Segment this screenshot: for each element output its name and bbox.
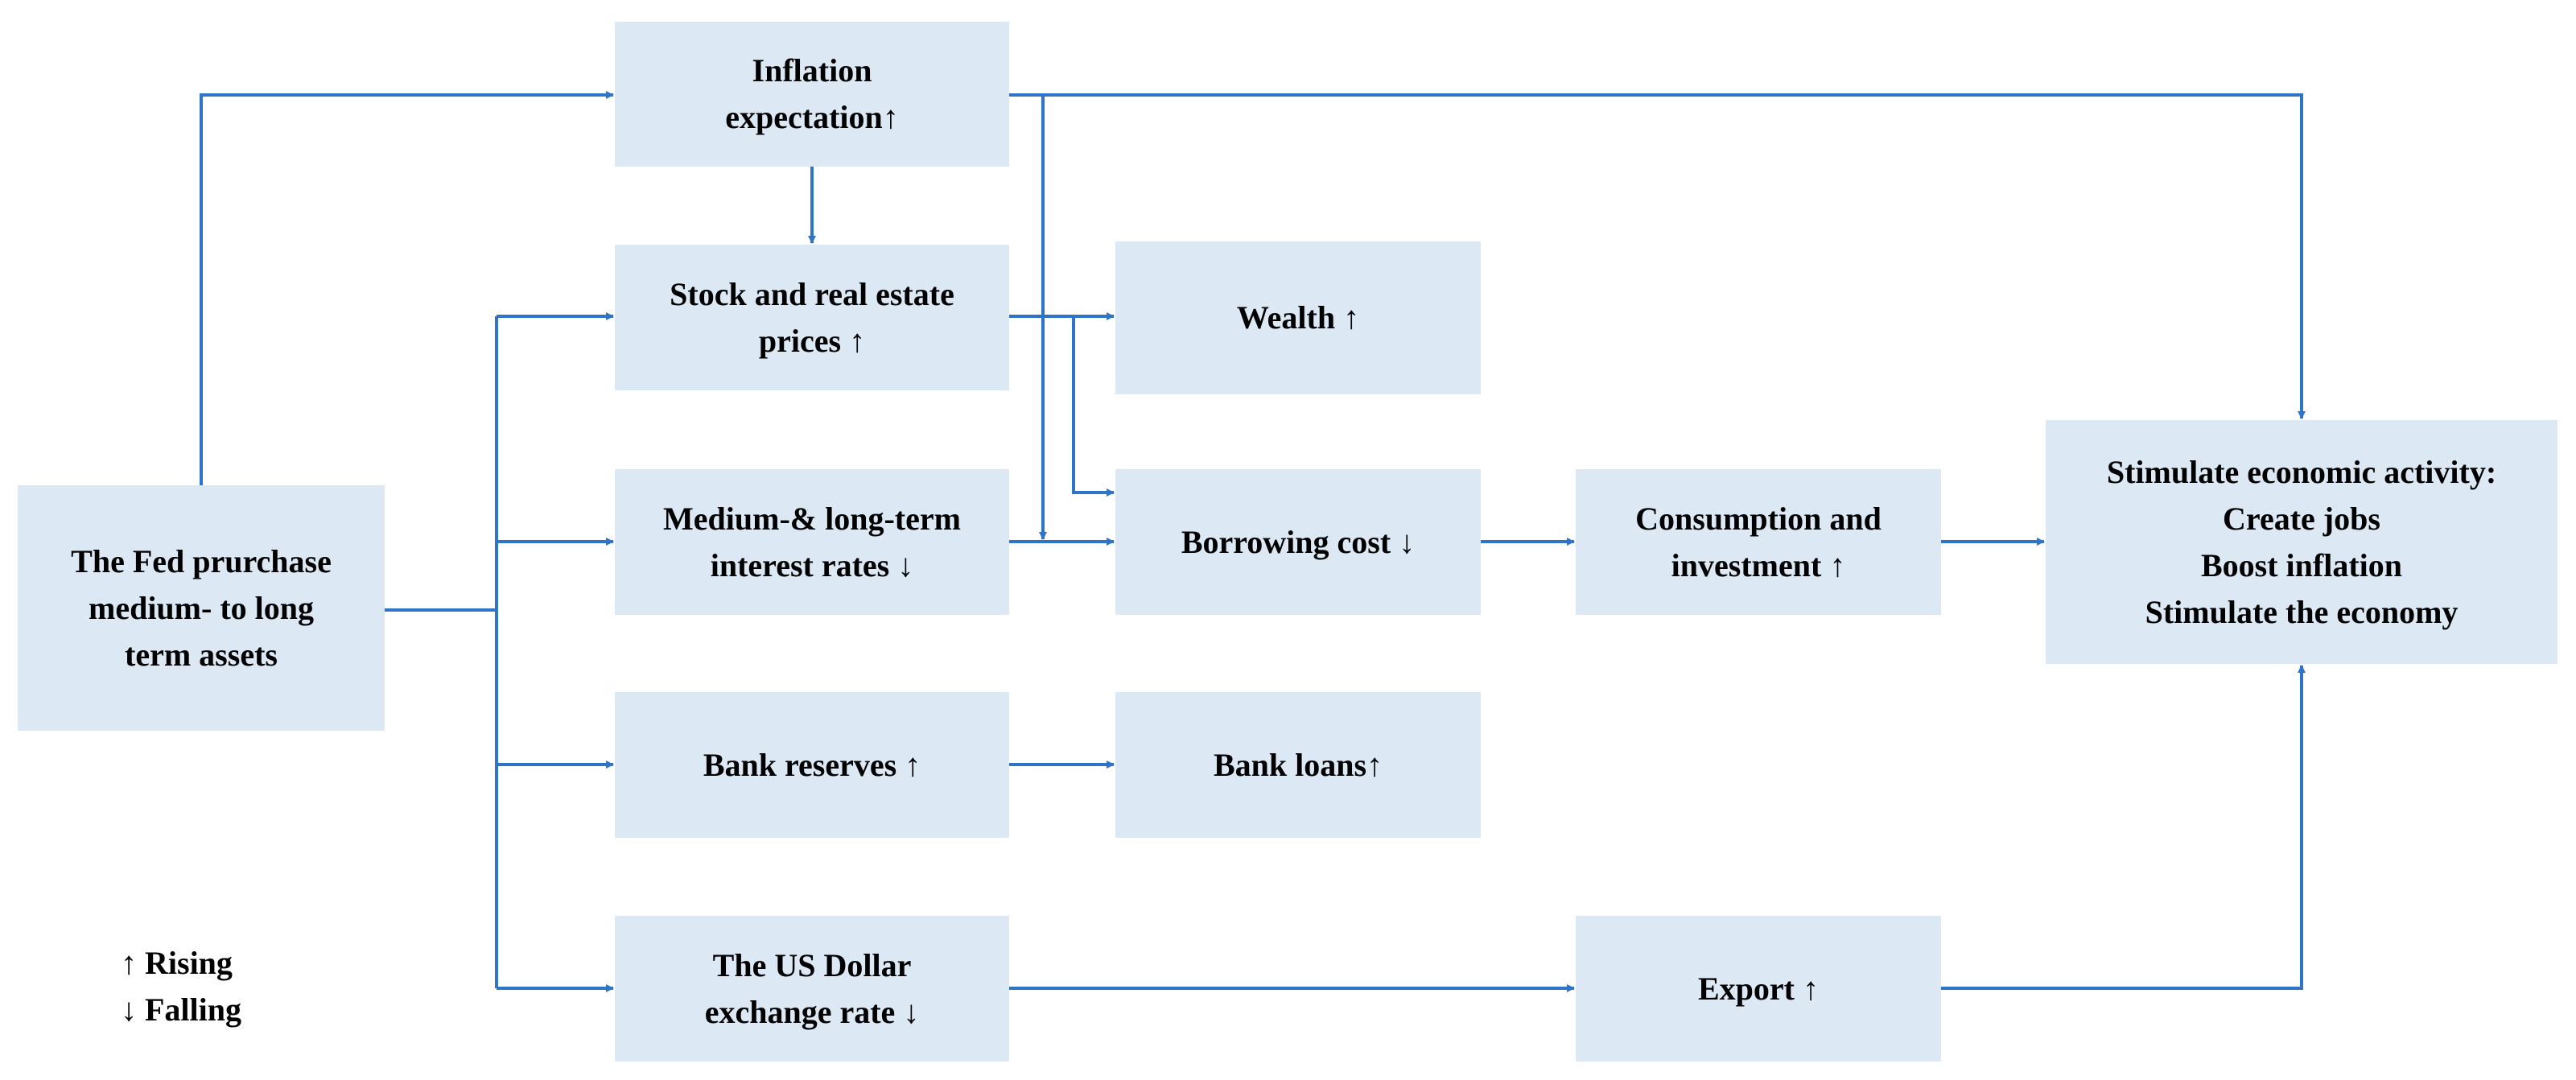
- arrow-export-to-stimulate: [1941, 665, 2306, 990]
- node-stimulate-line-3: Boost inflation: [2200, 546, 2403, 583]
- node-consumption: Consumption and investment ↑: [1576, 469, 1941, 615]
- node-fed-line-3: term assets: [125, 636, 278, 673]
- node-rates-line-1: Medium-& long-term: [663, 500, 961, 537]
- node-reserves: Bank reserves ↑: [615, 692, 1009, 838]
- node-inflation-line-2: expectation↑: [725, 99, 899, 135]
- node-fed-line-1: The Fed prurchase: [71, 542, 332, 579]
- legend-falling: ↓ Falling: [121, 991, 242, 1028]
- node-stimulate-line-2: Create jobs: [2223, 500, 2380, 537]
- node-reserves-line-1: Bank reserves ↑: [703, 746, 921, 783]
- node-stock-line-1: Stock and real estate: [670, 275, 954, 312]
- node-wealth-line-1: Wealth ↑: [1236, 299, 1360, 336]
- node-rates-line-2: interest rates ↓: [710, 546, 914, 583]
- node-stimulate-line-4: Stimulate the economy: [2145, 593, 2459, 630]
- arrow-fed-to-inflation: [200, 91, 614, 485]
- node-inflation-line-1: Inflation: [752, 52, 872, 89]
- node-export: Export ↑: [1576, 916, 1941, 1061]
- arrow-stock-to-borrowing: [1072, 316, 1115, 497]
- node-dollar-line-1: The US Dollar: [712, 946, 912, 983]
- legend-rising: ↑ Rising: [121, 945, 233, 981]
- node-fed-line-2: medium- to long: [89, 589, 314, 626]
- node-inflation: Inflation expectation↑: [615, 22, 1009, 167]
- node-dollar: The US Dollar exchange rate ↓: [615, 916, 1009, 1061]
- node-loans: Bank loans↑: [1115, 692, 1481, 838]
- node-rates: Medium-& long-term interest rates ↓: [615, 469, 1009, 615]
- node-consumption-line-2: investment ↑: [1671, 546, 1846, 583]
- node-stock: Stock and real estate prices ↑: [615, 245, 1009, 390]
- node-stimulate: Stimulate economic activity: Create jobs…: [2046, 420, 2557, 664]
- arrow-inflation-to-stimulate: [1009, 93, 2306, 419]
- node-loans-line-1: Bank loans↑: [1213, 746, 1383, 783]
- node-consumption-line-1: Consumption and: [1635, 500, 1882, 537]
- node-borrowing: Borrowing cost ↓: [1115, 469, 1481, 615]
- node-dollar-line-2: exchange rate ↓: [704, 993, 920, 1030]
- node-fed: The Fed prurchase medium- to long term a…: [18, 485, 385, 731]
- node-borrowing-line-1: Borrowing cost ↓: [1181, 523, 1416, 560]
- node-stimulate-line-1: Stimulate economic activity:: [2106, 453, 2497, 490]
- node-stock-line-2: prices ↑: [758, 322, 866, 359]
- node-wealth: Wealth ↑: [1115, 241, 1481, 394]
- node-export-line-1: Export ↑: [1698, 970, 1819, 1007]
- legend: ↑ Rising ↓ Falling: [121, 940, 241, 1033]
